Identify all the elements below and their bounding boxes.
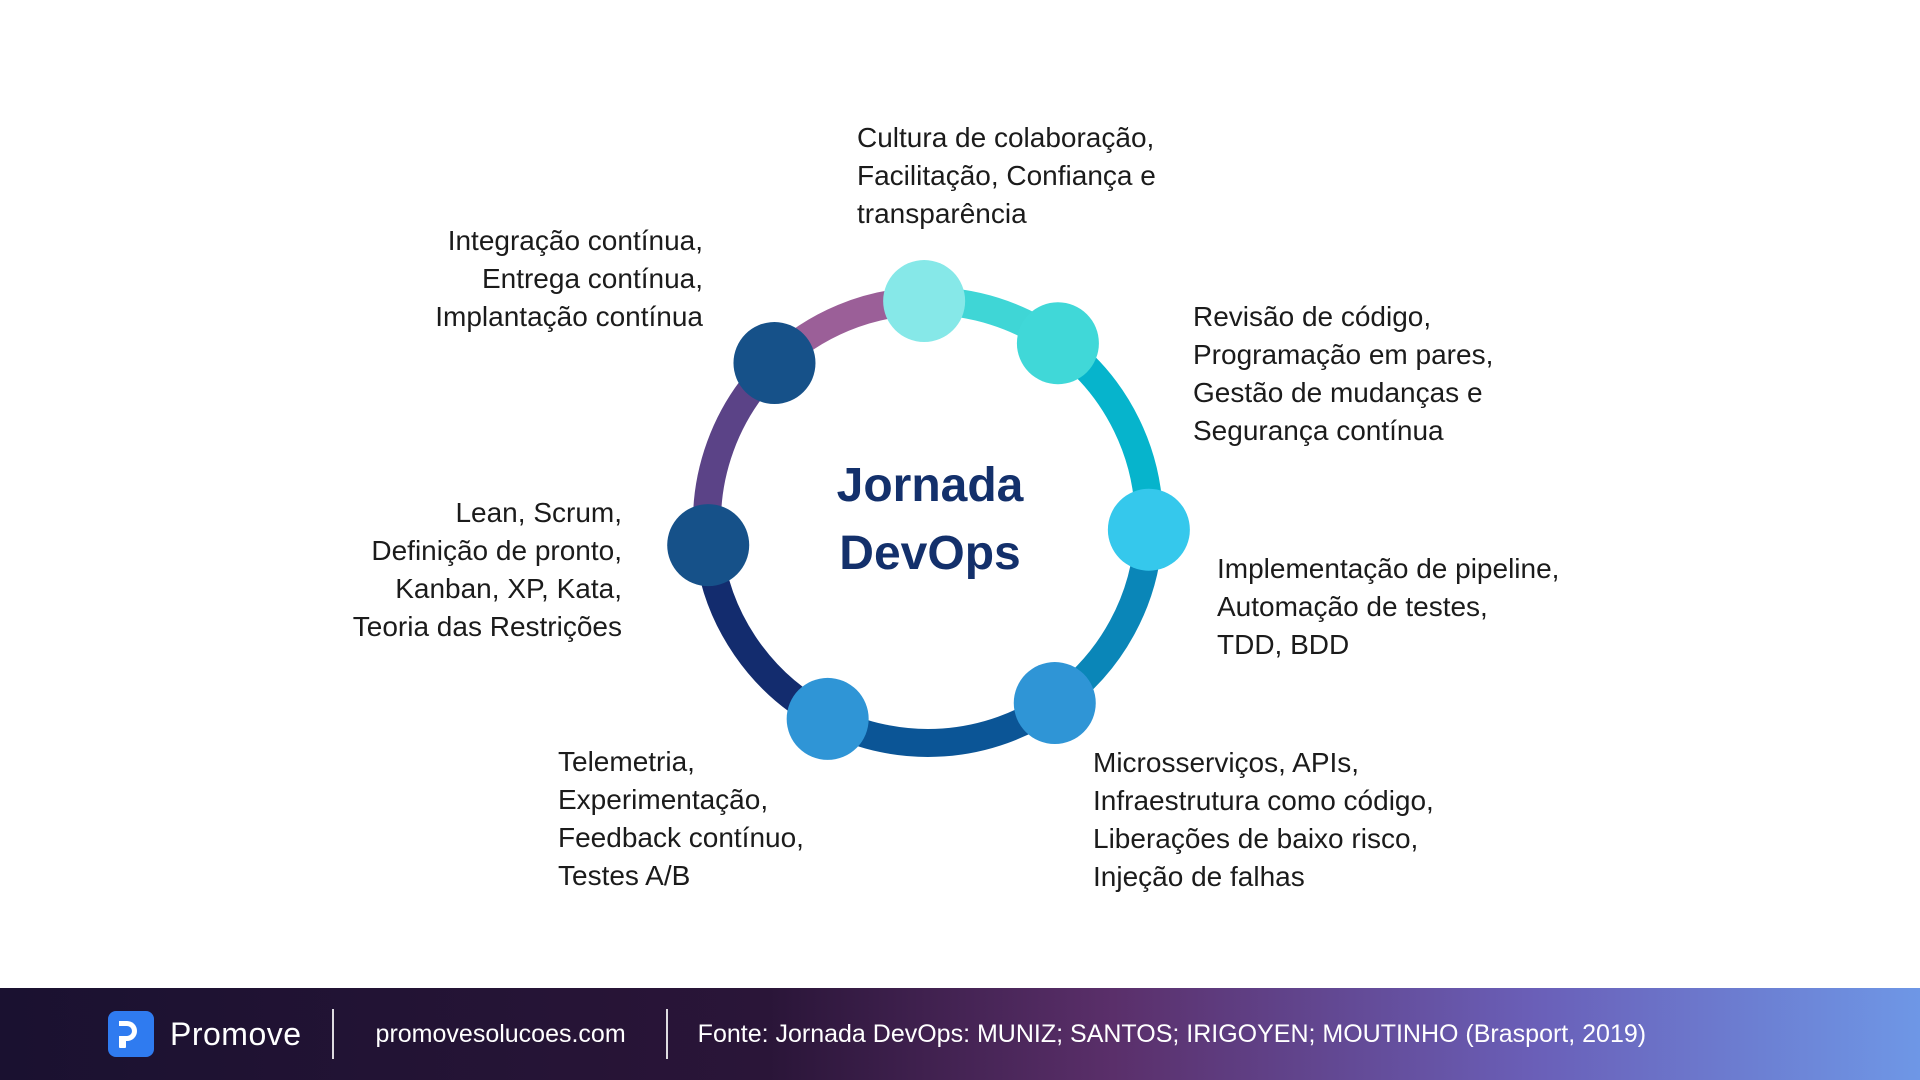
footer-divider: [665, 1009, 668, 1059]
stage-label-line: Automação de testes,: [1217, 591, 1488, 622]
stage-label-line: Gestão de mudanças e: [1193, 377, 1483, 408]
stage-label-line: Microsserviços, APIs,: [1093, 747, 1360, 778]
stage-label-line: Facilitação, Confiança e: [857, 160, 1156, 191]
cycle-nodes: [667, 260, 1190, 760]
stage-label-line: Definição de pronto,: [371, 535, 622, 566]
stage-label-line: Entrega contínua,: [481, 263, 703, 294]
brand[interactable]: Promove: [108, 1011, 302, 1057]
stage-label-telemetry: Telemetria, Experimentação, Feedback con…: [558, 743, 804, 895]
stage-label-line: Teoria das Restrições: [352, 611, 622, 642]
stage-label-line: Implementação de pipeline,: [1217, 553, 1560, 584]
stage-label-line: Integração contínua,: [447, 225, 703, 256]
diagram-title-line: Jornada: [836, 459, 1024, 512]
stage-node-integration: [733, 322, 816, 405]
stage-label-line: Telemetria,: [558, 746, 695, 777]
stage-label-line: Cultura de colaboração,: [857, 122, 1155, 153]
stage-label-line: Feedback contínuo,: [558, 822, 804, 853]
stage-node-lean: [667, 504, 750, 587]
stage-label-pipeline: Implementação de pipeline, Automação de …: [1217, 550, 1559, 664]
source-citation: Fonte: Jornada DevOps: MUNIZ; SANTOS; IR…: [697, 1019, 1647, 1048]
stage-label-integration: Integração contínua, Entrega contínua, I…: [435, 222, 703, 336]
stage-node-microservices: [1013, 662, 1096, 745]
stage-label-line: Experimentação,: [558, 784, 769, 815]
stage-label-line: Revisão de código,: [1193, 301, 1432, 332]
stage-label-line: Implantação contínua: [435, 301, 703, 332]
stage-node-code-review: [1016, 302, 1099, 385]
stage-label-line: Injeção de falhas: [1093, 861, 1305, 892]
stage-label-line: Liberações de baixo risco,: [1093, 823, 1419, 854]
stage-node-telemetry: [786, 677, 869, 760]
stage-label-line: Segurança contínua: [1193, 415, 1444, 446]
website-link[interactable]: promovesolucoes.com: [375, 1019, 626, 1048]
stage-label-line: Lean, Scrum,: [455, 497, 622, 528]
diagram-title-line: DevOps: [839, 527, 1021, 580]
footer-divider: [331, 1009, 334, 1059]
devops-cycle-diagram: [667, 260, 1190, 760]
stage-label-code-review: Revisão de código, Programação em pares,…: [1193, 298, 1493, 450]
stage-label-culture: Cultura de colaboração, Facilitação, Con…: [857, 119, 1156, 233]
brand-name: Promove: [170, 1015, 302, 1052]
stage-label-lean: Lean, Scrum, Definição de pronto, Kanban…: [353, 494, 622, 646]
stage-label-microservices: Microsserviços, APIs, Infraestrutura com…: [1093, 744, 1434, 896]
footer-bar: Promove promovesolucoes.com Fonte: Jorna…: [0, 988, 1920, 1080]
diagram-title: Jornada DevOps: [780, 452, 1080, 588]
stage-label-line: Testes A/B: [558, 860, 691, 891]
stage-label-line: TDD, BDD: [1217, 629, 1350, 660]
stage-label-line: Infraestrutura como código,: [1093, 785, 1434, 816]
stage-node-pipeline: [1107, 488, 1190, 571]
stage-label-line: Kanban, XP, Kata,: [395, 573, 622, 604]
stage-label-line: Programação em pares,: [1193, 339, 1494, 370]
stage-label-line: transparência: [857, 198, 1027, 229]
promove-logo-icon: [108, 1011, 154, 1057]
stage-node-culture: [883, 260, 966, 343]
